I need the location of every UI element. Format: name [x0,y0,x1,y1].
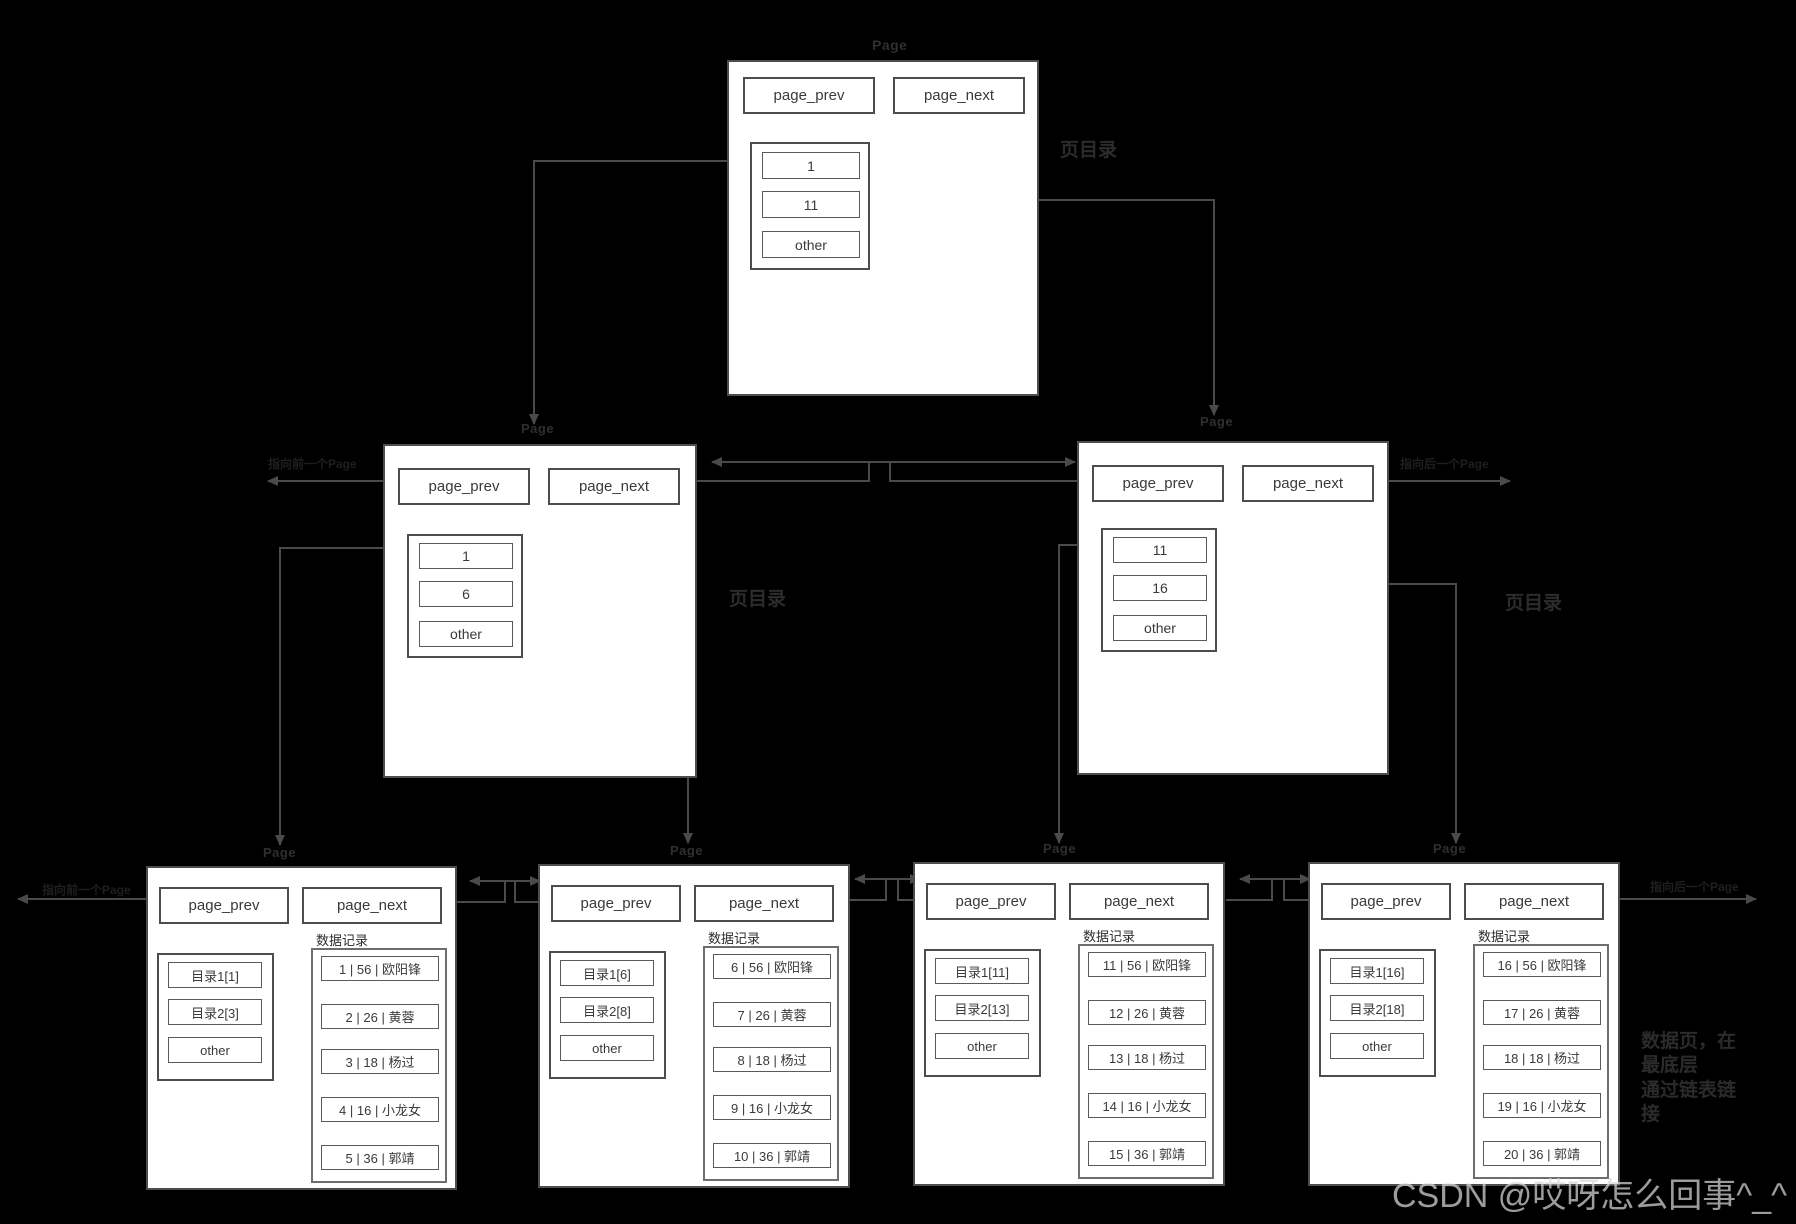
root-page-card[interactable]: page_prev page_next 1 11 other [727,60,1039,396]
csdn-watermark: CSDN @哎呀怎么回事^_^ [1392,1177,1788,1215]
internal-right-next-label: 指向后一个Page [1400,457,1489,471]
root-dir-slot-0[interactable]: 1 [762,152,860,179]
leaf-note-line-3: 接 [1641,1103,1661,1125]
root-dir-slot-2[interactable]: other [762,231,860,258]
leaf-1-record-3[interactable]: 9 | 16 | 小龙女 [713,1095,831,1120]
leaf-2-dir-slot-0[interactable]: 目录1[11] [935,958,1029,984]
leaf-2-record-3[interactable]: 14 | 16 | 小龙女 [1088,1093,1206,1118]
root-directory-annotation: 页目录 [1060,140,1118,161]
internal-right-page-prev-slot[interactable]: page_prev [1092,465,1224,502]
leaf-3-dir-slot-1[interactable]: 目录2[18] [1330,995,1424,1021]
internal-right-dir-slot-0[interactable]: 11 [1113,537,1207,563]
leaf-3-records-title: 数据记录 [1478,929,1531,944]
root-page-next-slot[interactable]: page_next [893,77,1025,114]
leaf-note-line-0: 数据页，在 [1641,1031,1737,1052]
internal-left-dir-slot-1[interactable]: 6 [419,581,513,607]
internal-left-page-card[interactable]: page_prev page_next 1 6 other [383,444,697,778]
leaf-page-title-1: Page [670,843,704,858]
internal-left-page-next-slot[interactable]: page_next [548,468,680,505]
leaf-1-record-1[interactable]: 7 | 26 | 黄蓉 [713,1002,831,1027]
leaf-0-dir-slot-2[interactable]: other [168,1037,262,1063]
leaf-0-record-3[interactable]: 4 | 16 | 小龙女 [321,1097,439,1122]
root-page-title: Page [872,37,908,53]
leaf-1-records-title: 数据记录 [708,931,761,946]
internal-left-page-prev-slot[interactable]: page_prev [398,468,530,505]
leaf-0-record-2[interactable]: 3 | 18 | 杨过 [321,1049,439,1074]
leaf-3-page-next-slot[interactable]: page_next [1464,883,1604,920]
internal-left-prev-label: 指向前一个Page [268,457,357,471]
leaf-0-record-4[interactable]: 5 | 36 | 郭靖 [321,1145,439,1170]
leaf-page-title-3: Page [1433,841,1467,856]
leaf-page-card-2[interactable]: page_prev page_next 数据记录 目录1[11] 目录2[13]… [913,862,1225,1186]
root-dir-slot-1[interactable]: 11 [762,191,860,218]
leaf-2-record-0[interactable]: 11 | 56 | 欧阳锋 [1088,952,1206,977]
internal-right-dir-slot-1[interactable]: 16 [1113,575,1207,601]
leaf-1-dir-slot-2[interactable]: other [560,1035,654,1061]
leaf-next-label: 指向后一个Page [1650,880,1739,894]
leaf-3-dir-slot-0[interactable]: 目录1[16] [1330,958,1424,984]
leaf-2-dir-slot-1[interactable]: 目录2[13] [935,995,1029,1021]
leaf-page-title-0: Page [263,845,297,860]
leaf-3-record-1[interactable]: 17 | 26 | 黄蓉 [1483,1000,1601,1025]
leaf-1-record-2[interactable]: 8 | 18 | 杨过 [713,1047,831,1072]
internal-left-page-title: Page [521,421,555,436]
leaf-1-dir-slot-1[interactable]: 目录2[8] [560,997,654,1023]
internal-right-page-next-slot[interactable]: page_next [1242,465,1374,502]
leaf-0-page-next-slot[interactable]: page_next [302,887,442,924]
internal-left-dir-slot-0[interactable]: 1 [419,543,513,569]
leaf-0-page-prev-slot[interactable]: page_prev [159,887,289,924]
leaf-page-card-3[interactable]: page_prev page_next 数据记录 目录1[16] 目录2[18]… [1308,862,1620,1186]
leaf-3-directory-group: 目录1[16] 目录2[18] other [1319,949,1436,1077]
leaf-1-page-next-slot[interactable]: page_next [694,885,834,922]
leaf-note-line-2: 通过链表链 [1641,1079,1737,1101]
leaf-0-directory-group: 目录1[1] 目录2[3] other [157,953,274,1081]
leaf-3-records-group: 16 | 56 | 欧阳锋 17 | 26 | 黄蓉 18 | 18 | 杨过 … [1473,944,1609,1179]
leaf-note-line-1: 最底层 [1641,1055,1699,1077]
leaf-0-records-title: 数据记录 [316,933,369,948]
root-page-prev-slot[interactable]: page_prev [743,77,875,114]
leaf-3-record-4[interactable]: 20 | 36 | 郭靖 [1483,1141,1601,1166]
internal-right-directory-group: 11 16 other [1101,528,1217,652]
root-directory-group: 1 11 other [750,142,870,270]
leaf-0-dir-slot-0[interactable]: 目录1[1] [168,962,262,988]
internal-right-page-card[interactable]: page_prev page_next 11 16 other [1077,441,1389,775]
leaf-1-directory-group: 目录1[6] 目录2[8] other [549,951,666,1079]
leaf-page-title-2: Page [1043,841,1077,856]
internal-left-directory-group: 1 6 other [407,534,523,658]
leaf-page-card-1[interactable]: page_prev page_next 数据记录 目录1[6] 目录2[8] o… [538,864,850,1188]
internal-right-annotation: 页目录 [1505,593,1563,614]
leaf-2-records-group: 11 | 56 | 欧阳锋 12 | 26 | 黄蓉 13 | 18 | 杨过 … [1078,944,1214,1179]
internal-left-annotation: 页目录 [729,589,787,610]
leaf-3-page-prev-slot[interactable]: page_prev [1321,883,1451,920]
leaf-2-record-4[interactable]: 15 | 36 | 郭靖 [1088,1141,1206,1166]
internal-right-page-title: Page [1200,414,1234,429]
leaf-2-records-title: 数据记录 [1083,929,1136,944]
leaf-3-record-2[interactable]: 18 | 18 | 杨过 [1483,1045,1601,1070]
leaf-0-record-1[interactable]: 2 | 26 | 黄蓉 [321,1004,439,1029]
leaf-1-record-4[interactable]: 10 | 36 | 郭靖 [713,1143,831,1168]
leaf-prev-label: 指向前一个Page [42,883,131,897]
leaf-2-directory-group: 目录1[11] 目录2[13] other [924,949,1041,1077]
leaf-2-page-prev-slot[interactable]: page_prev [926,883,1056,920]
leaf-3-record-0[interactable]: 16 | 56 | 欧阳锋 [1483,952,1601,977]
internal-right-dir-slot-2[interactable]: other [1113,615,1207,641]
leaf-page-card-0[interactable]: page_prev page_next 数据记录 目录1[1] 目录2[3] o… [146,866,457,1190]
leaf-3-dir-slot-2[interactable]: other [1330,1033,1424,1059]
leaf-1-records-group: 6 | 56 | 欧阳锋 7 | 26 | 黄蓉 8 | 18 | 杨过 9 |… [703,946,839,1181]
leaf-0-record-0[interactable]: 1 | 56 | 欧阳锋 [321,956,439,981]
leaf-1-dir-slot-0[interactable]: 目录1[6] [560,960,654,986]
leaf-2-dir-slot-2[interactable]: other [935,1033,1029,1059]
leaf-2-record-1[interactable]: 12 | 26 | 黄蓉 [1088,1000,1206,1025]
leaf-0-dir-slot-1[interactable]: 目录2[3] [168,999,262,1025]
leaf-2-page-next-slot[interactable]: page_next [1069,883,1209,920]
leaf-3-record-3[interactable]: 19 | 16 | 小龙女 [1483,1093,1601,1118]
leaf-2-record-2[interactable]: 13 | 18 | 杨过 [1088,1045,1206,1070]
leaf-1-page-prev-slot[interactable]: page_prev [551,885,681,922]
leaf-1-record-0[interactable]: 6 | 56 | 欧阳锋 [713,954,831,979]
internal-left-dir-slot-2[interactable]: other [419,621,513,647]
leaf-level-note: 数据页，在 最底层 通过链表链 接 [1641,1030,1791,1127]
leaf-0-records-group: 1 | 56 | 欧阳锋 2 | 26 | 黄蓉 3 | 18 | 杨过 4 |… [311,948,447,1183]
